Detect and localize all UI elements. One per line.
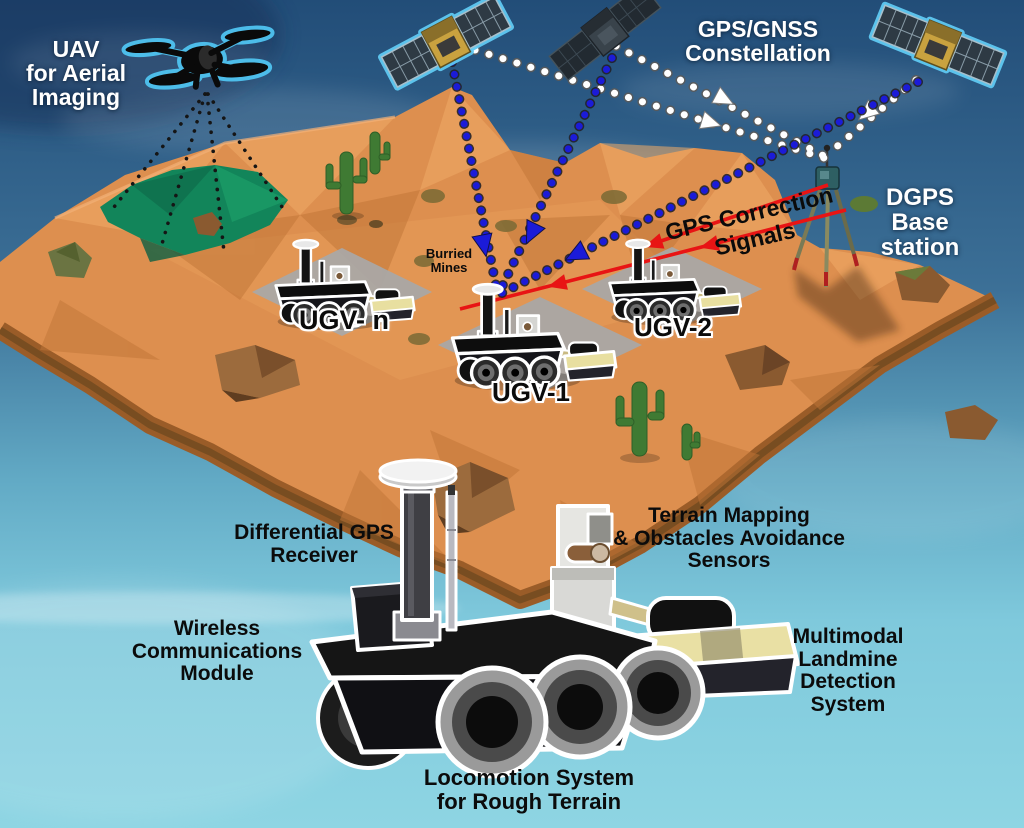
cacti xyxy=(325,131,701,463)
satellite-to-ugv-links xyxy=(447,53,923,298)
aerial-scan-footprint xyxy=(100,165,288,262)
dgps-tripod-icon xyxy=(792,144,900,342)
buried-mine-spots xyxy=(408,189,627,345)
uav-scan-lines xyxy=(108,92,286,254)
uav-drone-icon xyxy=(121,25,275,90)
mine-clearing-rover-illustration xyxy=(309,458,800,779)
satellite-to-base-links xyxy=(470,41,921,163)
gps-satellite-icon-right xyxy=(868,1,1008,89)
gps-satellite-icon-middle xyxy=(548,0,662,82)
gps-satellite-icon-left xyxy=(378,0,514,91)
